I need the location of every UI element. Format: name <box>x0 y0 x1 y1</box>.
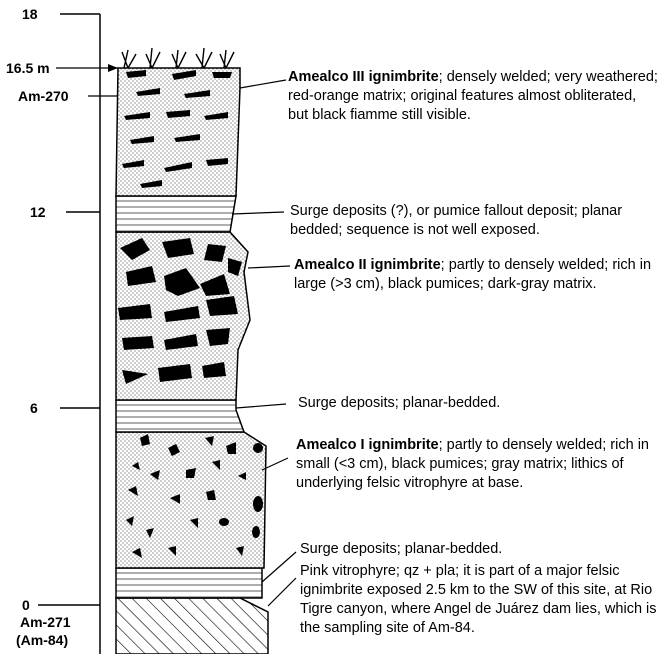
vitrophyre-description: Pink vitrophyre; qz + pla; it is part of… <box>300 562 662 638</box>
surge-upper-description: Surge deposits (?), or pumice fallout de… <box>290 202 662 240</box>
sample-am270-label: Am-270 <box>18 88 69 104</box>
amealco-2-name: Amealco II ignimbrite <box>294 257 441 273</box>
scale-tick-6-label: 6 <box>30 400 38 416</box>
amealco-1-description: Amealco I ignimbrite; partly to densely … <box>296 436 662 493</box>
depth-scale-axis <box>38 14 120 654</box>
amealco-2-description: Amealco II ignimbrite; partly to densely… <box>294 256 662 294</box>
surge-middle-description: Surge deposits; planar-bedded. <box>298 394 662 413</box>
scale-tick-16-5-label: 16.5 m <box>6 60 50 76</box>
scale-tick-18-label: 18 <box>22 6 38 22</box>
amealco-1-name: Amealco I ignimbrite <box>296 437 439 453</box>
surge-upper-unit <box>116 196 236 232</box>
sample-am84-label: (Am-84) <box>16 632 68 648</box>
amealco-3-unit <box>116 68 240 196</box>
sample-am271-label: Am-271 <box>20 614 71 630</box>
surge-lower-description: Surge deposits; planar-bedded. <box>300 540 662 559</box>
surge-lower-unit <box>116 568 262 598</box>
vitrophyre-unit <box>116 598 268 654</box>
scale-tick-12-label: 12 <box>30 204 46 220</box>
surge-middle-unit <box>116 400 244 432</box>
amealco-3-description: Amealco III ignimbrite; densely welded; … <box>288 68 658 125</box>
amealco-3-name: Amealco III ignimbrite <box>288 69 439 85</box>
scale-tick-0-label: 0 <box>22 597 30 613</box>
vegetation-icon <box>122 48 234 68</box>
